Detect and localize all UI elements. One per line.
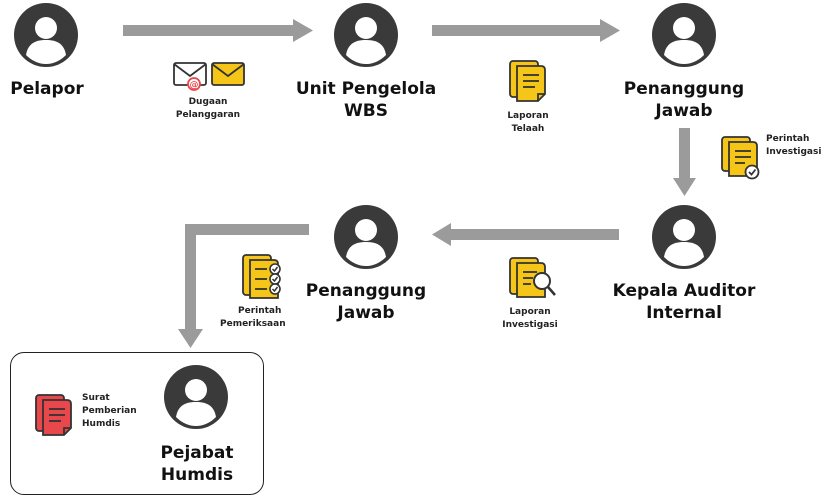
- envelope-icon: @: [173, 62, 245, 91]
- arrow-penanggung2-to-pejabat: [178, 224, 309, 348]
- arrow-penanggung-to-kepala: [673, 128, 696, 196]
- document-check-icon: [721, 136, 760, 180]
- checklist-icon: [242, 254, 281, 299]
- document-search-icon: [509, 257, 556, 298]
- document-icon: [35, 394, 72, 436]
- kepala-auditor-person-icon: [652, 205, 716, 269]
- arrow-unit-to-penanggung: [432, 19, 620, 42]
- node-pelapor: Pelapor: [10, 79, 84, 99]
- arrow-pelapor-to-unit: [123, 19, 313, 42]
- unit-pengelola-person-icon: [334, 3, 398, 67]
- pelapor-person-icon: [14, 3, 78, 67]
- document-icon: [509, 60, 546, 102]
- arrow-kepala-to-penanggung2: [432, 223, 619, 246]
- penanggung-jawab-1-person-icon: [652, 3, 716, 67]
- svg-text:@: @: [190, 81, 199, 91]
- penanggung-jawab-2-person-icon: [334, 205, 398, 269]
- pejabat-humdis-box: [10, 352, 264, 495]
- pejabat-humdis-person-icon: [164, 365, 228, 429]
